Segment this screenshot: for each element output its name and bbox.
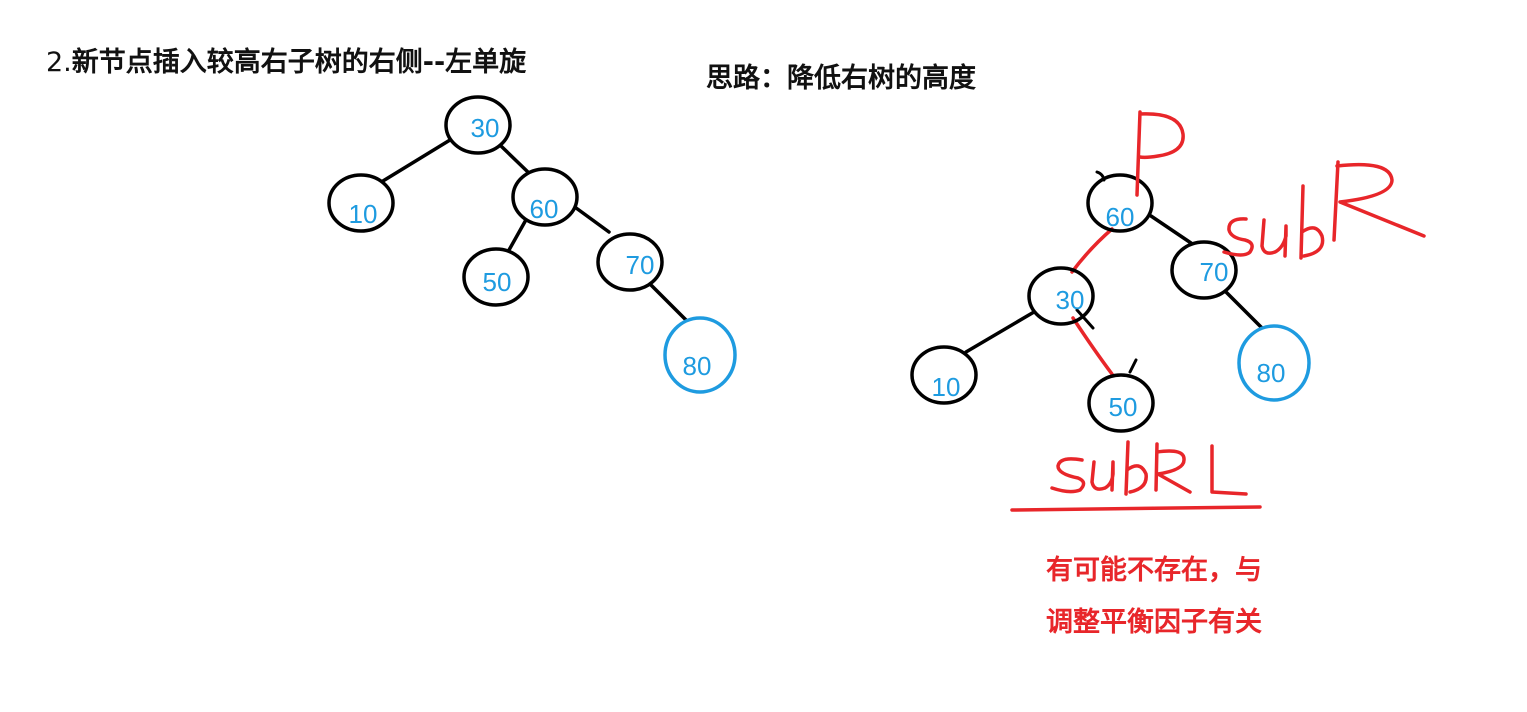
tree-node-80-inserted: 80 <box>1237 324 1311 402</box>
node-label: 50 <box>1109 392 1138 422</box>
edge-30-10 <box>376 138 452 186</box>
node-label: 60 <box>1106 202 1135 232</box>
handwritten-p-label <box>1135 110 1185 197</box>
tree-node-60: 60 <box>511 167 579 227</box>
tree-node-70: 70 <box>596 232 664 292</box>
node-label: 70 <box>1200 257 1229 287</box>
annotation-underline <box>1010 505 1262 512</box>
right-tree-nodes: 60 30 70 10 50 80 <box>910 173 1311 433</box>
edge-60-70 <box>570 203 611 234</box>
right-tree-annotation-edges <box>1070 227 1114 376</box>
right-tree-edges <box>964 170 1264 374</box>
edge-60-50 <box>507 216 529 252</box>
diagram-title-left: 2.新节点插入较高右子树的右侧--左单旋 <box>46 40 526 79</box>
red-edge-60-30 <box>1070 227 1114 274</box>
tree-node-30: 30 <box>444 95 512 155</box>
tree-node-80-inserted: 80 <box>663 316 737 394</box>
node-label: 10 <box>932 372 961 402</box>
left-tree-nodes: 30 10 60 50 70 80 <box>327 95 737 394</box>
edge-70-80 <box>649 283 688 322</box>
edge-70-80 <box>1224 290 1264 330</box>
diagram-title-right: 思路：降低右树的高度 <box>706 63 976 94</box>
edge-30-60 <box>499 144 532 176</box>
node-label: 60 <box>530 194 559 224</box>
node-label: 80 <box>683 351 712 381</box>
tree-node-30: 30 <box>1027 266 1095 326</box>
red-edge-30-50 <box>1071 316 1114 376</box>
node-label: 70 <box>626 250 655 280</box>
node-label: 80 <box>1257 358 1286 388</box>
annotation-note-line-2: 调整平衡因子有关 <box>1046 607 1262 638</box>
edge-60-70 <box>1149 214 1193 245</box>
handwritten-subr-label <box>1222 160 1426 260</box>
title-text: 新节点插入较高右子树的右侧--左单旋 <box>71 47 527 78</box>
tree-node-70: 70 <box>1170 240 1238 300</box>
left-tree-edges <box>376 138 688 322</box>
edge-stub-mark-50 <box>1128 358 1138 374</box>
tree-node-50: 50 <box>462 247 530 307</box>
annotation-note-line-1: 有可能不存在，与 <box>1046 555 1262 586</box>
tree-node-10: 10 <box>327 173 395 233</box>
node-label: 30 <box>471 113 500 143</box>
edge-30-10 <box>964 310 1036 354</box>
tree-node-10: 10 <box>910 345 978 405</box>
node-label: 10 <box>349 199 378 229</box>
node-label: 50 <box>483 267 512 297</box>
handwritten-annotations <box>1050 110 1426 496</box>
tree-node-50: 50 <box>1087 373 1155 433</box>
title-number: 2. <box>46 47 72 78</box>
handwritten-subrl-label <box>1050 440 1248 496</box>
tree-node-60: 60 <box>1086 173 1154 233</box>
edge-cross-mark <box>1075 308 1095 330</box>
node-label: 30 <box>1056 285 1085 315</box>
